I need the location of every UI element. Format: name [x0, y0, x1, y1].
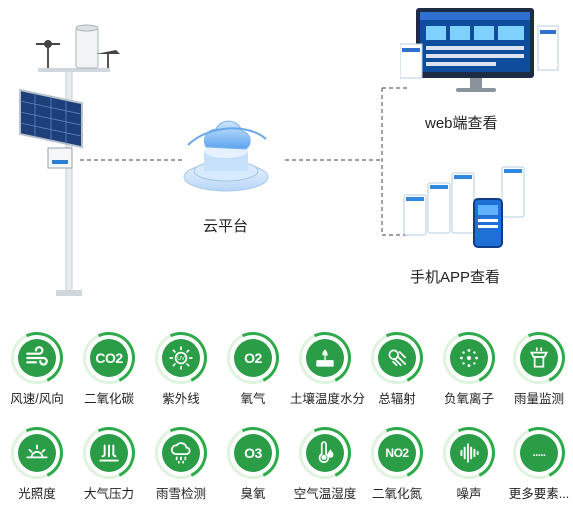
sensor-label: 风速/风向	[10, 392, 64, 406]
sensor-label: 氧气	[240, 392, 266, 406]
sensor-label: 大气压力	[83, 487, 134, 501]
o3-icon: O3	[234, 434, 272, 472]
sensor-label: 噪声	[456, 487, 482, 501]
mobile-app-label: 手机APP查看	[410, 269, 501, 286]
light-icon	[18, 434, 56, 472]
soil-icon	[306, 339, 344, 377]
mobile-app-illustration	[403, 166, 525, 248]
ion-icon	[450, 339, 488, 377]
wind-icon	[18, 339, 56, 377]
sensor-label: 更多要素...	[508, 487, 570, 501]
rain-gauge-icon	[520, 339, 558, 377]
sensor-label: 空气温湿度	[293, 487, 357, 501]
sensor-air-temp-humidity: 空气温湿度	[290, 427, 360, 502]
sensor-o2: O2 氧气	[218, 332, 288, 407]
noise-icon	[450, 434, 488, 472]
sensor-noise: 噪声	[434, 427, 504, 502]
sensor-rain-gauge: 雨量监测	[504, 332, 573, 407]
uv-icon: UV	[162, 339, 200, 377]
sensor-label: 紫外线	[162, 392, 200, 406]
sensor-label: 光照度	[18, 487, 56, 501]
svg-text:UV: UV	[177, 356, 185, 362]
sensor-label: 土壤温度水分	[290, 392, 366, 406]
rain-snow-icon	[162, 434, 200, 472]
no2-icon: NO2	[378, 434, 416, 472]
thermometer-icon	[306, 434, 344, 472]
sensor-pressure: 大气压力	[74, 427, 144, 502]
sensor-label: 负氧离子	[443, 392, 494, 406]
sensor-o3: O3 臭氧	[218, 427, 288, 502]
sensor-more: ..... 更多要素...	[504, 427, 573, 502]
weather-station-illustration	[19, 24, 120, 296]
radiation-icon	[378, 339, 416, 377]
sensor-label: 雨雪检测	[155, 487, 206, 501]
co2-icon: CO2	[90, 339, 128, 377]
sensor-label: 总辐射	[378, 392, 416, 406]
sensor-ion: 负氧离子	[434, 332, 504, 407]
cloud-platform-icon	[183, 120, 269, 192]
sensor-label: 臭氧	[240, 487, 266, 501]
sensor-rain-snow: 雨雪检测	[146, 427, 216, 502]
sensor-light: 光照度	[2, 427, 72, 502]
o2-icon: O2	[234, 339, 272, 377]
sensor-label: 二氧化碳	[83, 392, 134, 406]
sensor-radiation: 总辐射	[362, 332, 432, 407]
more-icon: .....	[520, 434, 558, 472]
sensor-label: 雨量监测	[513, 392, 564, 406]
sensor-wind: 风速/风向	[2, 332, 72, 407]
web-dashboard-illustration	[400, 8, 559, 92]
sensor-co2: CO2 二氧化碳	[74, 332, 144, 407]
cloud-platform-label: 云平台	[203, 218, 249, 235]
sensor-soil: 土壤温度水分	[290, 332, 366, 407]
sensor-uv: UV 紫外线	[146, 332, 216, 407]
connection-lines	[80, 87, 408, 236]
pressure-icon	[90, 434, 128, 472]
sensor-label: 二氧化氮	[371, 487, 422, 501]
web-view-label: web端查看	[425, 115, 498, 132]
sensor-no2: NO2 二氧化氮	[362, 427, 432, 502]
